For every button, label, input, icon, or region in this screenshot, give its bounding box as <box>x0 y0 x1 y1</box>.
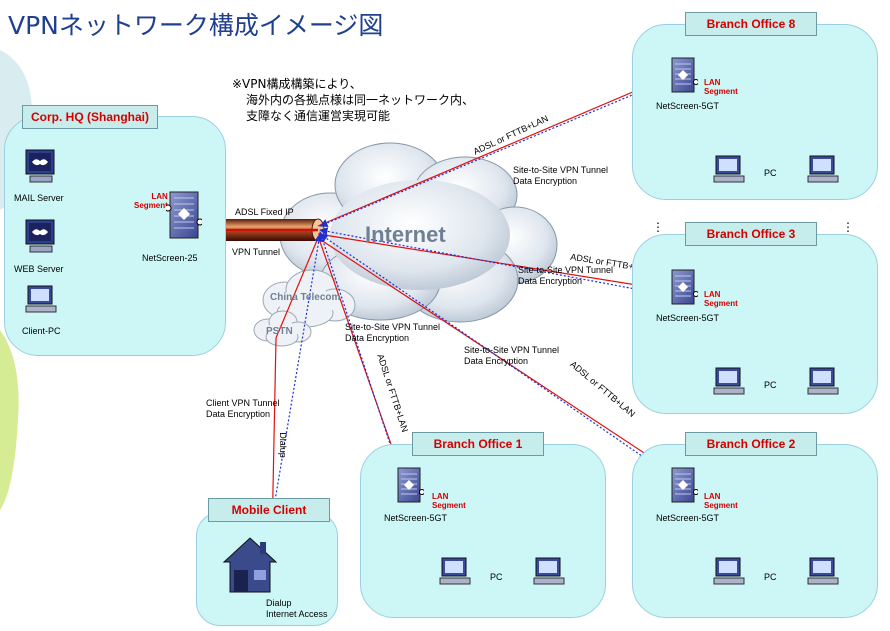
branch2-pc-icon-1 <box>713 557 745 585</box>
branch3-pc-icon-2 <box>807 367 839 395</box>
branch2-segment-text: Segment <box>704 501 738 510</box>
mobile-label-1: Dialup <box>266 598 292 608</box>
ellipsis-left: ⋮ <box>652 220 664 234</box>
branch8-lan-text: LAN <box>704 78 721 87</box>
branch3-pc-icon-1 <box>713 367 745 395</box>
branch3-lan-text: LAN <box>704 290 721 299</box>
client-pc-icon <box>25 285 57 313</box>
branch1-lan-label: LAN Segment <box>432 492 466 510</box>
client-pc-label: Client-PC <box>22 326 61 336</box>
vpn-tunnel-label: VPN Tunnel <box>232 247 281 257</box>
left-decor-green <box>0 330 19 510</box>
branch3-firewall-label: NetScreen-5GT <box>656 313 720 323</box>
branch3-pc-label: PC <box>764 380 777 390</box>
branch8-pc-label: PC <box>764 168 777 178</box>
branch8-firewall-label: NetScreen-5GT <box>656 101 720 111</box>
s2s-branch8-line2: Data Encryption <box>513 176 578 186</box>
client-vpn-label-1: Client VPN Tunnel <box>206 398 280 408</box>
branch3-firewall-icon <box>671 269 698 305</box>
mobile-header: Mobile Client <box>208 498 330 522</box>
diagram-title: VPNネットワーク構成イメージ図 <box>8 11 384 40</box>
branch8-box <box>632 24 878 200</box>
branch1-pc-label: PC <box>490 572 503 582</box>
blue-tunnels <box>265 79 669 543</box>
note-line-1: ※VPN構成構築により、 <box>232 77 362 91</box>
branch3-header: Branch Office 3 <box>685 222 817 246</box>
hq-lan-segment-label: LAN Segment <box>134 192 168 210</box>
s2s-branch3-line2: Data Encryption <box>518 276 583 286</box>
web-server-label: WEB Server <box>14 264 64 274</box>
branch1-header: Branch Office 1 <box>412 432 544 456</box>
branch1-pc-icon-2 <box>533 557 565 585</box>
pstn-label: PSTN <box>266 326 293 337</box>
branch8-segment-text: Segment <box>704 87 738 96</box>
branch8-firewall-icon <box>671 57 698 93</box>
branch1-segment-text: Segment <box>432 501 466 510</box>
branch3-lan-label: LAN Segment <box>704 290 738 308</box>
hq-segment-text: Segment <box>134 201 168 210</box>
branch3-segment-text: Segment <box>704 299 738 308</box>
china-telecom-label: China Telecom <box>270 292 341 303</box>
s2s-branch2-line1: Site-to-Site VPN Tunnel <box>464 345 560 355</box>
mail-server-icon <box>25 149 55 183</box>
mobile-label-2: Internet Access <box>266 609 328 619</box>
mail-server-label: MAIL Server <box>14 193 64 203</box>
s2s-branch1-line1: Site-to-Site VPN Tunnel <box>345 322 441 332</box>
branch8-header: Branch Office 8 <box>685 12 817 36</box>
s2s-branch1-line2: Data Encryption <box>345 333 410 343</box>
s2s-branch3-line1: Site-to-Site VPN Tunnel <box>518 265 614 275</box>
house-icon <box>222 537 278 593</box>
s2s-branch8-line1: Site-to-Site VPN Tunnel <box>513 165 609 175</box>
branch1-lan-text: LAN <box>432 492 449 501</box>
client-vpn-label-2: Data Encryption <box>206 409 271 419</box>
ellipsis-right: ⋮ <box>842 220 854 234</box>
branch2-pc-icon-2 <box>807 557 839 585</box>
note-text: ※VPN構成構築により、 海外内の各拠点様は同一ネットワーク内、 支障なく通信運… <box>232 76 474 124</box>
branch2-firewall-label: NetScreen-5GT <box>656 513 720 523</box>
hq-lan-text: LAN <box>151 192 168 201</box>
hq-firewall-label: NetScreen-25 <box>142 253 198 263</box>
web-server-icon <box>25 219 55 253</box>
hq-firewall-icon <box>166 191 202 239</box>
branch1-firewall-icon <box>397 467 424 503</box>
s2s-branch2-line2: Data Encryption <box>464 356 529 366</box>
branch1-pc-icon-1 <box>439 557 471 585</box>
note-line-2: 海外内の各拠点様は同一ネットワーク内、 <box>246 93 475 107</box>
branch2-lan-label: LAN Segment <box>704 492 738 510</box>
branch2-lan-text: LAN <box>704 492 721 501</box>
branch2-firewall-icon <box>671 467 698 503</box>
internet-label: Internet <box>365 222 446 247</box>
branch1-firewall-label: NetScreen-5GT <box>384 513 448 523</box>
hq-header: Corp. HQ (Shanghai) <box>22 105 158 129</box>
dialup-link-label: Dialup <box>277 432 288 458</box>
branch8-lan-label: LAN Segment <box>704 78 738 96</box>
adsl-fixed-ip-label: ADSL Fixed IP <box>235 207 294 217</box>
branch8-pc-icon-1 <box>713 155 745 183</box>
branch2-header: Branch Office 2 <box>685 432 817 456</box>
branch8-pc-icon-2 <box>807 155 839 183</box>
branch2-pc-label: PC <box>764 572 777 582</box>
note-line-3: 支障なく通信運営実現可能 <box>246 109 391 123</box>
